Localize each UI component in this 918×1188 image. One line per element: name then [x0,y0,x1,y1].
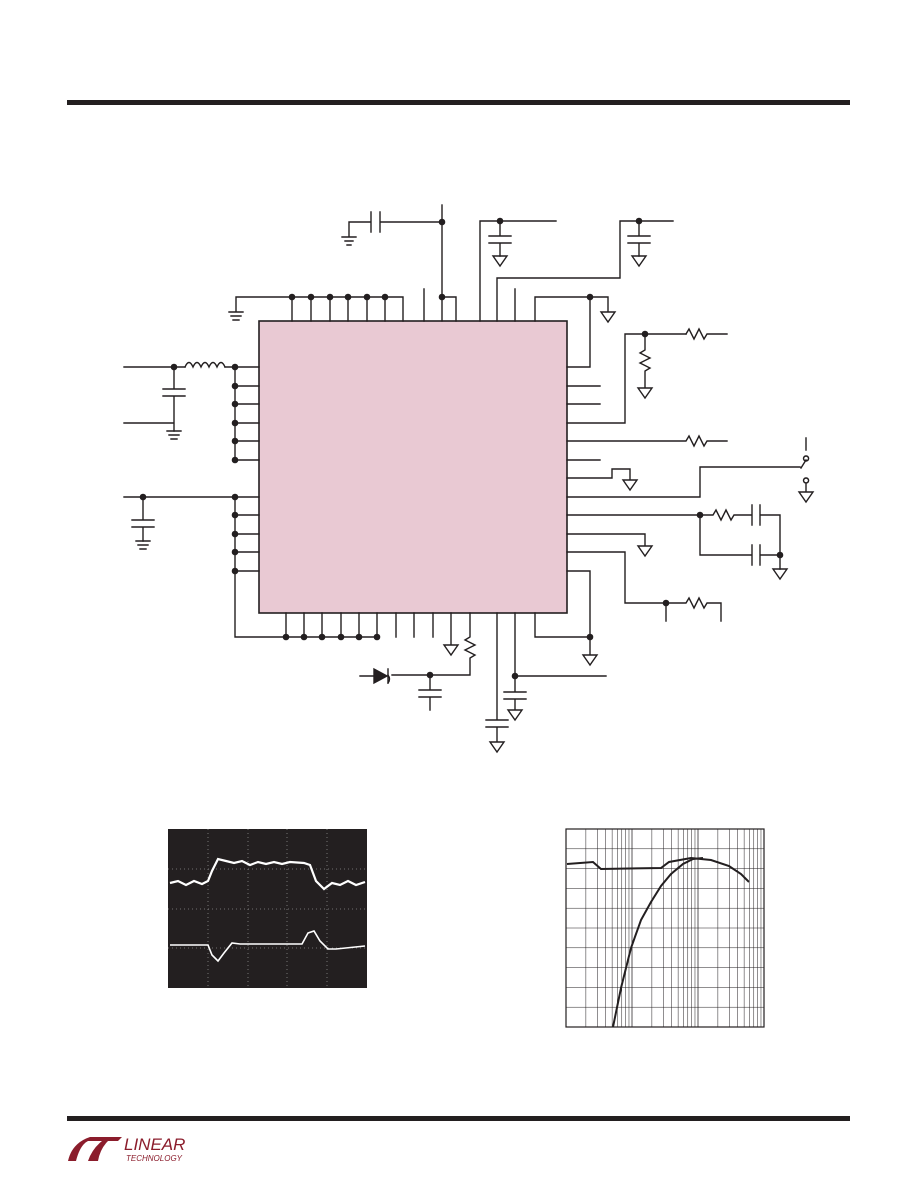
left-pins-lower [231,493,260,575]
plot-grid [565,829,765,1027]
gain-phase-plot [565,828,765,1028]
footer-rule [67,1116,850,1121]
linear-technology-logo-icon [68,1137,122,1161]
header-rule [67,100,850,105]
application-schematic [123,204,815,754]
logo-text: LINEAR [124,1135,185,1154]
scope-screen [168,829,367,988]
company-logo: LINEAR TECHNOLOGY [68,1135,185,1163]
gain-curve [566,856,750,883]
ic-package [258,320,568,614]
scope-trace-photo [168,829,367,988]
left-pins-upper [231,363,260,464]
bottom-bus-pins [282,612,397,641]
scope-trace-lower [170,930,366,963]
scope-trace-upper [169,857,366,891]
logo-subtext: TECHNOLOGY [126,1154,183,1163]
phase-curve [612,857,704,1028]
top-bus-pins [288,293,389,322]
